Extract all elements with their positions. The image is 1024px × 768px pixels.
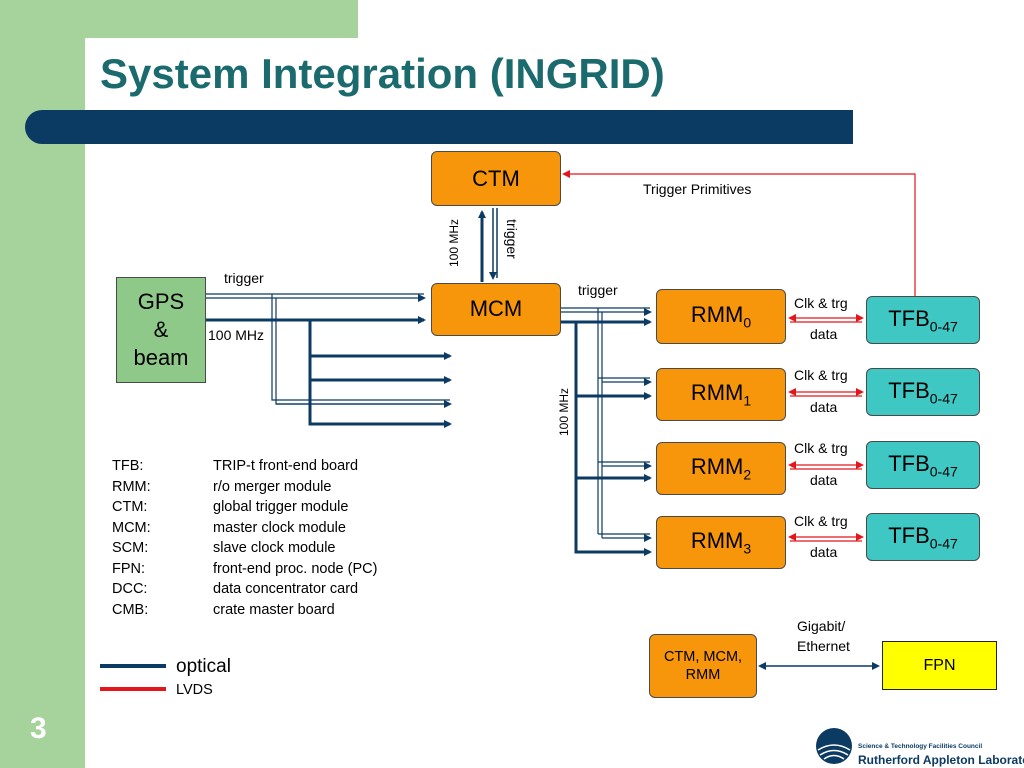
glossary-row: FPN:front-end proc. node (PC) [112, 560, 378, 577]
title-underline-bar [25, 110, 853, 144]
beam-label: beam [133, 345, 189, 370]
tfb2-box: TFB0-47 [866, 441, 980, 489]
mcm-trigger-label: trigger [578, 282, 618, 298]
ctm-mcm-rmm-line2: RMM [685, 667, 721, 683]
rmm3-label: RMM3 [690, 528, 752, 557]
tfb1-label: TFB0-47 [888, 377, 958, 407]
rmm0-label: RMM0 [690, 302, 752, 331]
gps-freq-label: 100 MHz [208, 327, 265, 343]
ethernet-label: Ethernet [797, 638, 850, 654]
tfb3-box: TFB0-47 [866, 513, 980, 561]
glossary: TFB:TRIP-t front-end board RMM:r/o merge… [112, 456, 377, 620]
clk-trg-label-2: Clk & trg [794, 440, 848, 456]
gps-label: GPS [137, 289, 185, 314]
glossary-row: DCC:data concentrator card [112, 581, 359, 597]
glossary-row: RMM:r/o merger module [112, 478, 332, 495]
ctm-mcm-rmm-line1: CTM, MCM, [663, 649, 743, 665]
fpn-label: FPN [923, 656, 956, 674]
rmm2-box: RMM2 [656, 442, 786, 495]
legend-lvds-label: LVDS [176, 682, 213, 698]
slide-number: 3 [30, 712, 47, 745]
glossary-row: CTM:global trigger module [112, 499, 349, 515]
ctm-mcm-rmm-box: CTM, MCM, RMM [649, 634, 757, 698]
legend-optical-label: optical [176, 656, 231, 677]
glossary-row: TFB:TRIP-t front-end board [112, 458, 359, 474]
ctm-label: CTM [472, 165, 520, 191]
gigabit-label: Gigabit/ [797, 618, 846, 634]
tfb2-label: TFB0-47 [888, 450, 958, 480]
rmm1-box: RMM1 [656, 368, 786, 421]
clk-trg-label-0: Clk & trg [794, 295, 848, 311]
tfb0-box: TFB0-47 [866, 296, 980, 344]
data-label-1: data [810, 399, 838, 415]
mcm-freq-label: 100 MHz [557, 387, 571, 437]
rmm3-box: RMM3 [656, 516, 786, 569]
clk-trg-label-3: Clk & trg [794, 513, 848, 529]
gps-ampersand: & [153, 317, 169, 342]
tfb1-box: TFB0-47 [866, 368, 980, 416]
ctm-box: CTM [431, 151, 561, 206]
stfc-globe-icon [816, 728, 852, 764]
glossary-row: MCM:master clock module [112, 519, 346, 536]
slide-title: System Integration (INGRID) [100, 50, 665, 97]
stfc-council-name: Science & Technology Facilities Council [858, 743, 983, 750]
trigger-primitives-label: Trigger Primitives [643, 181, 752, 197]
glossary-row: CMB:crate master board [112, 601, 335, 618]
ctm-mcm-trigger-label: trigger [504, 219, 520, 259]
fpn-box: FPN [882, 641, 997, 690]
gps-beam-box: GPS & beam [116, 277, 206, 383]
data-label-3: data [810, 544, 838, 560]
ctm-mcm-freq-label: 100 MHz [447, 218, 461, 268]
mcm-box: MCM [431, 283, 561, 336]
tfb3-label: TFB0-47 [888, 522, 958, 552]
rmm2-label: RMM2 [690, 454, 752, 483]
data-label-0: data [810, 326, 838, 342]
trigger-primitives-line [562, 170, 916, 296]
data-label-2: data [810, 472, 838, 488]
ral-name: Rutherford Appleton Laboratory [858, 753, 1024, 767]
clk-trg-label-1: Clk & trg [794, 367, 848, 383]
mcm-label: MCM [469, 296, 523, 321]
tfb0-label: TFB0-47 [888, 305, 958, 335]
gps-trigger-label: trigger [224, 270, 264, 286]
rmm1-label: RMM1 [690, 380, 752, 409]
rmm0-box: RMM0 [656, 289, 786, 344]
glossary-row: SCM:slave clock module [112, 540, 336, 556]
top-green-band [85, 0, 358, 38]
